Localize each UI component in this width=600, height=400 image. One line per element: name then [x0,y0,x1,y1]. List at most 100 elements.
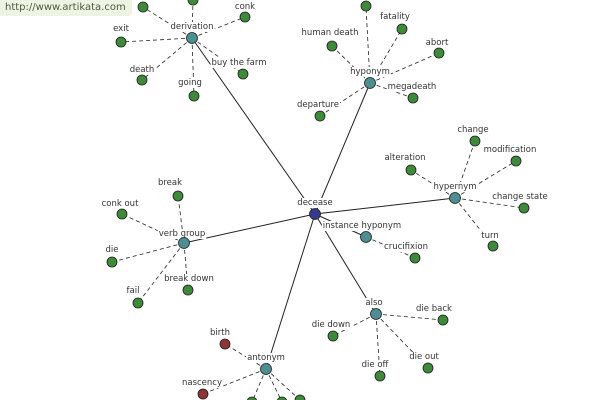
hub-node-antonym[interactable] [260,363,272,375]
edge-antonym-leaf-1 [202,368,267,395]
leaf-node-hyponym-0[interactable] [360,0,372,12]
leaf-node-antonym-4[interactable] [294,394,306,400]
leaf-node-antonym-0[interactable] [219,338,231,350]
leaf-label-verb-group-4-halo [163,274,215,284]
leaf-node-instance-hyponym-0[interactable] [409,252,421,264]
leaf-node-hypernym-3[interactable] [518,202,530,214]
leaf-node-antonym-2[interactable] [246,396,258,400]
leaf-node-also-2[interactable] [374,370,386,382]
site-watermark[interactable]: http://www.artikata.com [0,0,132,16]
leaf-label-derivation-2-halo [128,65,156,75]
edge-derivation-leaf-1 [120,37,193,43]
leaf-label-hypernym-0: change [457,125,488,135]
leaf-node-hyponym-4[interactable] [407,92,419,104]
leaf-node-also-0[interactable] [437,314,449,326]
leaf-node-hypernym-2[interactable] [405,164,417,176]
leaf-node-hypernym-1[interactable] [510,155,522,167]
leaf-node-derivation-3[interactable] [188,90,200,102]
leaf-node-verb-group-4[interactable] [182,284,194,296]
edge-hyponym-leaf-5 [319,82,371,117]
hub-node-verb-group[interactable] [178,237,190,249]
hub-node-derivation[interactable] [186,32,198,44]
hub-label-verb-group: verb group [159,229,206,239]
edge-antonym-leaf-0 [224,343,267,370]
nodes-layer [106,0,530,400]
leaf-label-hyponym-1-halo [379,12,411,22]
leaf-node-antonym-1[interactable] [197,388,209,400]
leaf-label-instance-hyponym-0: crucifixion [384,242,428,252]
leaf-node-hypernym-0[interactable] [469,135,481,147]
edge-derivation-leaf-3 [191,37,195,97]
edge-antonym-leaf-3 [265,368,282,400]
hub-label-antonym-halo [246,353,286,363]
leaf-label-hypernym-2-halo [383,153,427,163]
leaf-node-also-3[interactable] [422,362,434,374]
leaf-node-derivation-1[interactable] [115,36,127,48]
leaf-label-hypernym-4-halo [480,231,500,241]
hub-node-also[interactable] [370,308,382,320]
hub-label-instance-hyponym: instance hyponym [323,221,401,231]
hub-label-also: also [365,298,382,308]
leaf-node-hypernym-4[interactable] [487,240,499,252]
leaf-node-hyponym-1[interactable] [396,23,408,35]
leaf-label-also-3: die out [409,352,439,362]
leaf-label-derivation-0-halo [233,2,257,12]
leaf-label-also-1: die down [312,320,351,330]
edge-derivation-leaf-5 [142,6,193,39]
hub-label-derivation: derivation [170,22,213,32]
leaf-node-verb-group-2[interactable] [106,256,118,268]
leaf-node-hyponym-2[interactable] [326,40,338,52]
edge-hyponym-leaf-0 [365,5,371,84]
leaf-label-derivation-1: exit [113,24,129,34]
leaf-label-antonym-0: birth [210,328,230,338]
hub-node-hypernym[interactable] [449,192,461,204]
leaf-label-hyponym-4-halo [386,82,438,92]
leaf-label-also-0: die back [416,304,452,314]
leaf-label-also-3-halo [408,352,441,362]
hub-node-hyponym[interactable] [364,77,376,89]
leaf-label-hyponym-3: abort [426,38,449,48]
leaf-node-also-1[interactable] [327,330,339,342]
leaf-label-hypernym-1: modification [484,145,537,155]
leaf-label-also-2: die off [362,360,390,370]
leaf-label-hyponym-2-halo [300,28,360,38]
leaf-label-hypernym-3: change state [492,192,548,202]
edge-also-leaf-1 [332,313,377,337]
edge-antonym-leaf-4 [265,368,301,400]
edge-verb-group-leaf-3 [137,242,185,304]
leaf-label-also-2-halo [360,360,391,370]
edge-derivation-leaf-6 [191,0,194,39]
hub-label-antonym: antonym [247,353,285,363]
leaf-label-hyponym-5-halo [296,100,340,110]
edge-also-leaf-3 [375,313,429,369]
leaf-node-verb-group-1[interactable] [116,208,128,220]
leaf-node-hyponym-3[interactable] [433,47,445,59]
leaf-label-verb-group-3: fail [127,286,140,296]
center-label-halo [296,198,334,208]
leaf-label-instance-hyponym-0-halo [383,242,429,252]
edge-derivation-leaf-4 [191,37,244,75]
edge-hypernym-leaf-1 [454,160,517,199]
leaf-node-derivation-2[interactable] [136,74,148,86]
edge-hypernym-leaf-3 [454,197,525,209]
leaf-label-hypernym-4: turn [481,231,498,241]
leaf-node-derivation-0[interactable] [239,11,251,23]
hub-node-instance-hyponym[interactable] [360,231,372,243]
leaf-node-verb-group-0[interactable] [172,190,184,202]
leaf-node-derivation-5[interactable] [137,1,149,13]
leaf-label-derivation-2: death [130,65,155,75]
leaf-node-verb-group-3[interactable] [132,297,144,309]
edge-hyponym-leaf-3 [369,52,440,84]
leaf-label-verb-group-3-halo [125,286,141,296]
leaf-node-hyponym-5[interactable] [314,110,326,122]
leaf-node-derivation-4[interactable] [237,68,249,80]
center-node[interactable] [309,208,321,220]
hub-label-hypernym-halo [432,182,478,192]
leaf-label-hypernym-3-halo [491,192,549,202]
leaf-node-antonym-3[interactable] [276,396,288,400]
hub-label-hyponym-halo [349,67,391,77]
hub-label-verb-group-halo [157,229,207,239]
leaf-node-derivation-6[interactable] [187,0,199,6]
